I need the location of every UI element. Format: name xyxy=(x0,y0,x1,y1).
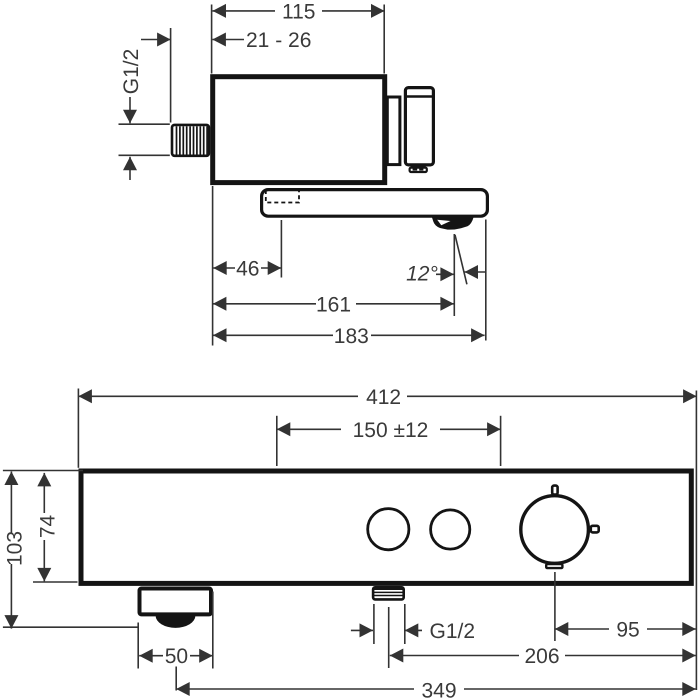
svg-text:95: 95 xyxy=(616,619,639,642)
svg-text:G1/2: G1/2 xyxy=(120,49,143,95)
svg-text:206: 206 xyxy=(524,645,559,668)
svg-text:12°: 12° xyxy=(406,263,438,286)
svg-text:46: 46 xyxy=(236,258,259,281)
svg-text:103: 103 xyxy=(3,531,26,566)
svg-text:50: 50 xyxy=(165,645,188,668)
svg-text:161: 161 xyxy=(316,293,351,316)
svg-text:349: 349 xyxy=(421,680,456,700)
svg-text:G1/2: G1/2 xyxy=(430,620,476,643)
svg-text:74: 74 xyxy=(36,515,59,539)
svg-text:115: 115 xyxy=(282,1,315,24)
svg-text:21 - 26: 21 - 26 xyxy=(246,29,311,52)
svg-text:412: 412 xyxy=(366,386,401,409)
svg-text:183: 183 xyxy=(334,325,369,348)
svg-text:150 ±12: 150 ±12 xyxy=(353,419,429,442)
